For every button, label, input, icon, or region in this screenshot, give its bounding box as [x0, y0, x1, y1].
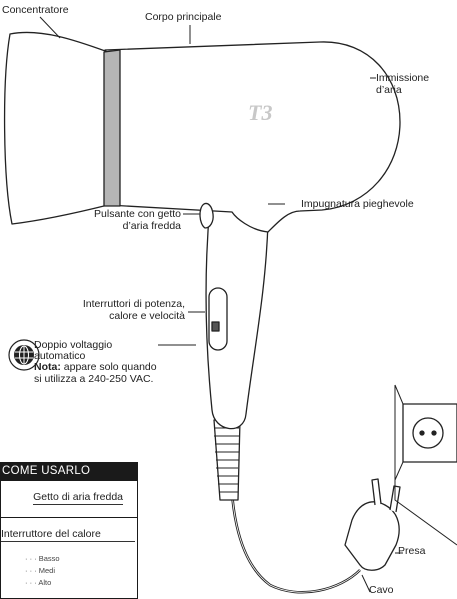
level-high: · · · Alto	[25, 578, 51, 587]
label-dual-voltage: Doppio voltaggio automatico	[34, 340, 112, 362]
dual-voltage-note: Nota: appare solo quando si utilizza a 2…	[34, 362, 157, 385]
cool-shot-box: Getto di aria fredda	[0, 481, 138, 518]
cool-shot-label: Getto di aria fredda	[33, 491, 123, 505]
label-main-body: Corpo principale	[145, 11, 221, 23]
cord-strain-relief	[214, 420, 240, 500]
heat-switch-box: Interruttore del calore · · · Basso · · …	[0, 518, 138, 599]
concentrator-band	[104, 50, 120, 206]
level-medium: · · · Medi	[25, 566, 55, 575]
label-switches: Interruttori di potenza, calore e veloci…	[58, 298, 185, 322]
heat-switch-label: Interruttore del calore	[1, 528, 135, 542]
label-air-intake: Immissione d’aria	[376, 72, 429, 96]
brand-logo: T3	[248, 100, 272, 125]
label-concentrator: Concentratore	[2, 4, 69, 16]
label-cool-shot: Pulsante con getto d’aria fredda	[82, 208, 181, 232]
concentrator	[5, 32, 108, 224]
level-low: · · · Basso	[25, 554, 60, 563]
panel-title: COME USARLO	[0, 462, 138, 481]
how-to-use-panel: COME USARLO Getto di aria fredda Interru…	[0, 462, 138, 598]
switch-panel	[209, 288, 227, 350]
power-cord	[231, 440, 360, 592]
cool-shot-button	[200, 203, 213, 228]
plug	[345, 502, 399, 570]
label-plug: Presa	[398, 545, 425, 557]
label-handle: Impugnatura pieghevole	[301, 198, 414, 210]
label-cord: Cavo	[369, 584, 394, 596]
